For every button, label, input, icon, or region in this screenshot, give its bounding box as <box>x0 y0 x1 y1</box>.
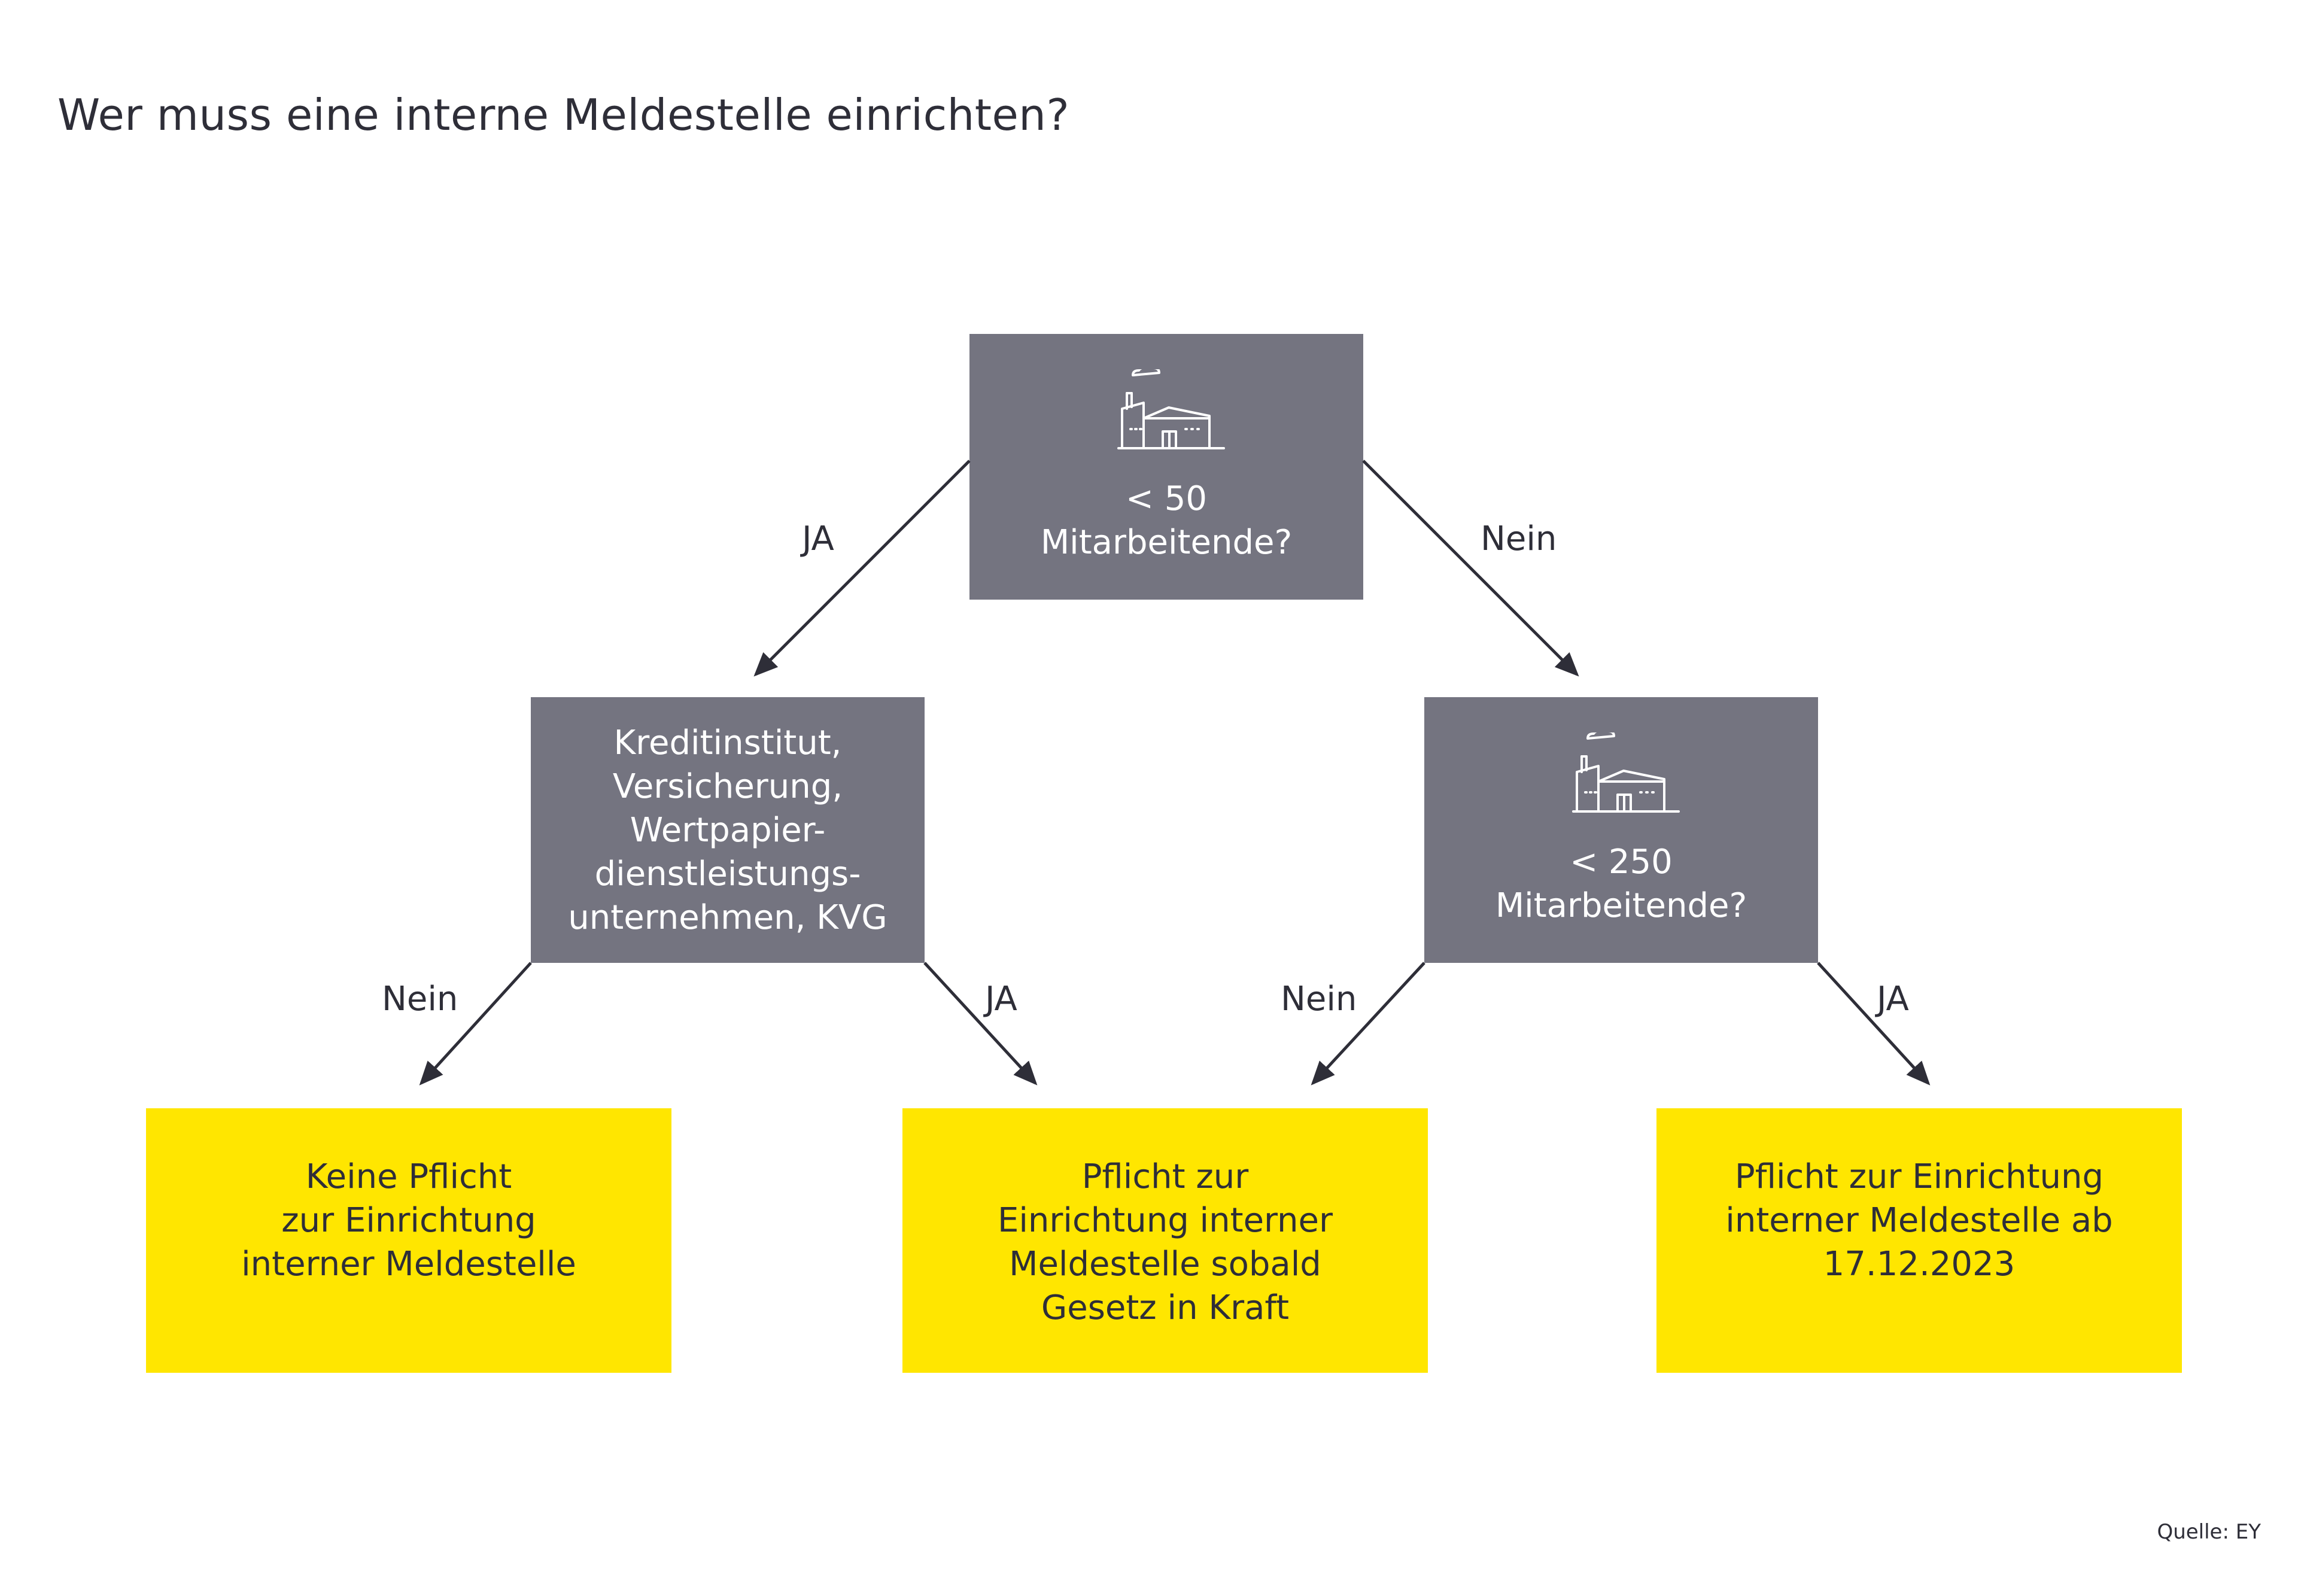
edge-label-root-right: Nein <box>1481 519 1557 558</box>
edge-label-right-outcome2: Nein <box>1281 980 1357 1019</box>
node-institution-type: Kreditinstitut, Versicherung, Wertpapier… <box>531 697 925 963</box>
edge-label-right-outcome3: JA <box>1877 980 1909 1019</box>
arrow-root-right <box>1362 460 1579 677</box>
outcome-obligation-when-law: Pflicht zur Einrichtung interner Meldest… <box>902 1108 1428 1373</box>
node-employees-250: < 250 Mitarbeitende? <box>1424 697 1818 963</box>
edge-label-left-outcome2: JA <box>985 980 1017 1019</box>
factory-icon <box>1117 369 1225 449</box>
edge-label-root-left: JA <box>802 519 834 558</box>
outcome-2-text: Pflicht zur Einrichtung interner Meldest… <box>997 1157 1333 1327</box>
arrow-right-outcome3 <box>1817 962 1931 1086</box>
outcome-obligation-date: Pflicht zur Einrichtung interner Meldest… <box>1656 1108 2182 1373</box>
arrow-root-left <box>753 460 971 677</box>
page-title: Wer muss eine interne Meldestelle einric… <box>57 90 1070 140</box>
arrow-left-outcome2 <box>923 962 1038 1086</box>
node-root-text: < 50 Mitarbeitende? <box>1040 479 1293 562</box>
outcome-1-text: Keine Pflicht zur Einrichtung interner M… <box>241 1157 576 1284</box>
node-employees-50: < 50 Mitarbeitende? <box>969 334 1363 600</box>
node-right-text: < 250 Mitarbeitende? <box>1495 843 1747 925</box>
edge-label-left-outcome1: Nein <box>382 980 458 1019</box>
node-left-text: Kreditinstitut, Versicherung, Wertpapier… <box>568 723 887 937</box>
factory-icon <box>1572 732 1680 813</box>
source-note: Quelle: EY <box>2157 1520 2261 1544</box>
outcome-no-obligation: Keine Pflicht zur Einrichtung interner M… <box>146 1108 671 1373</box>
outcome-3-text: Pflicht zur Einrichtung interner Meldest… <box>1725 1157 2113 1284</box>
